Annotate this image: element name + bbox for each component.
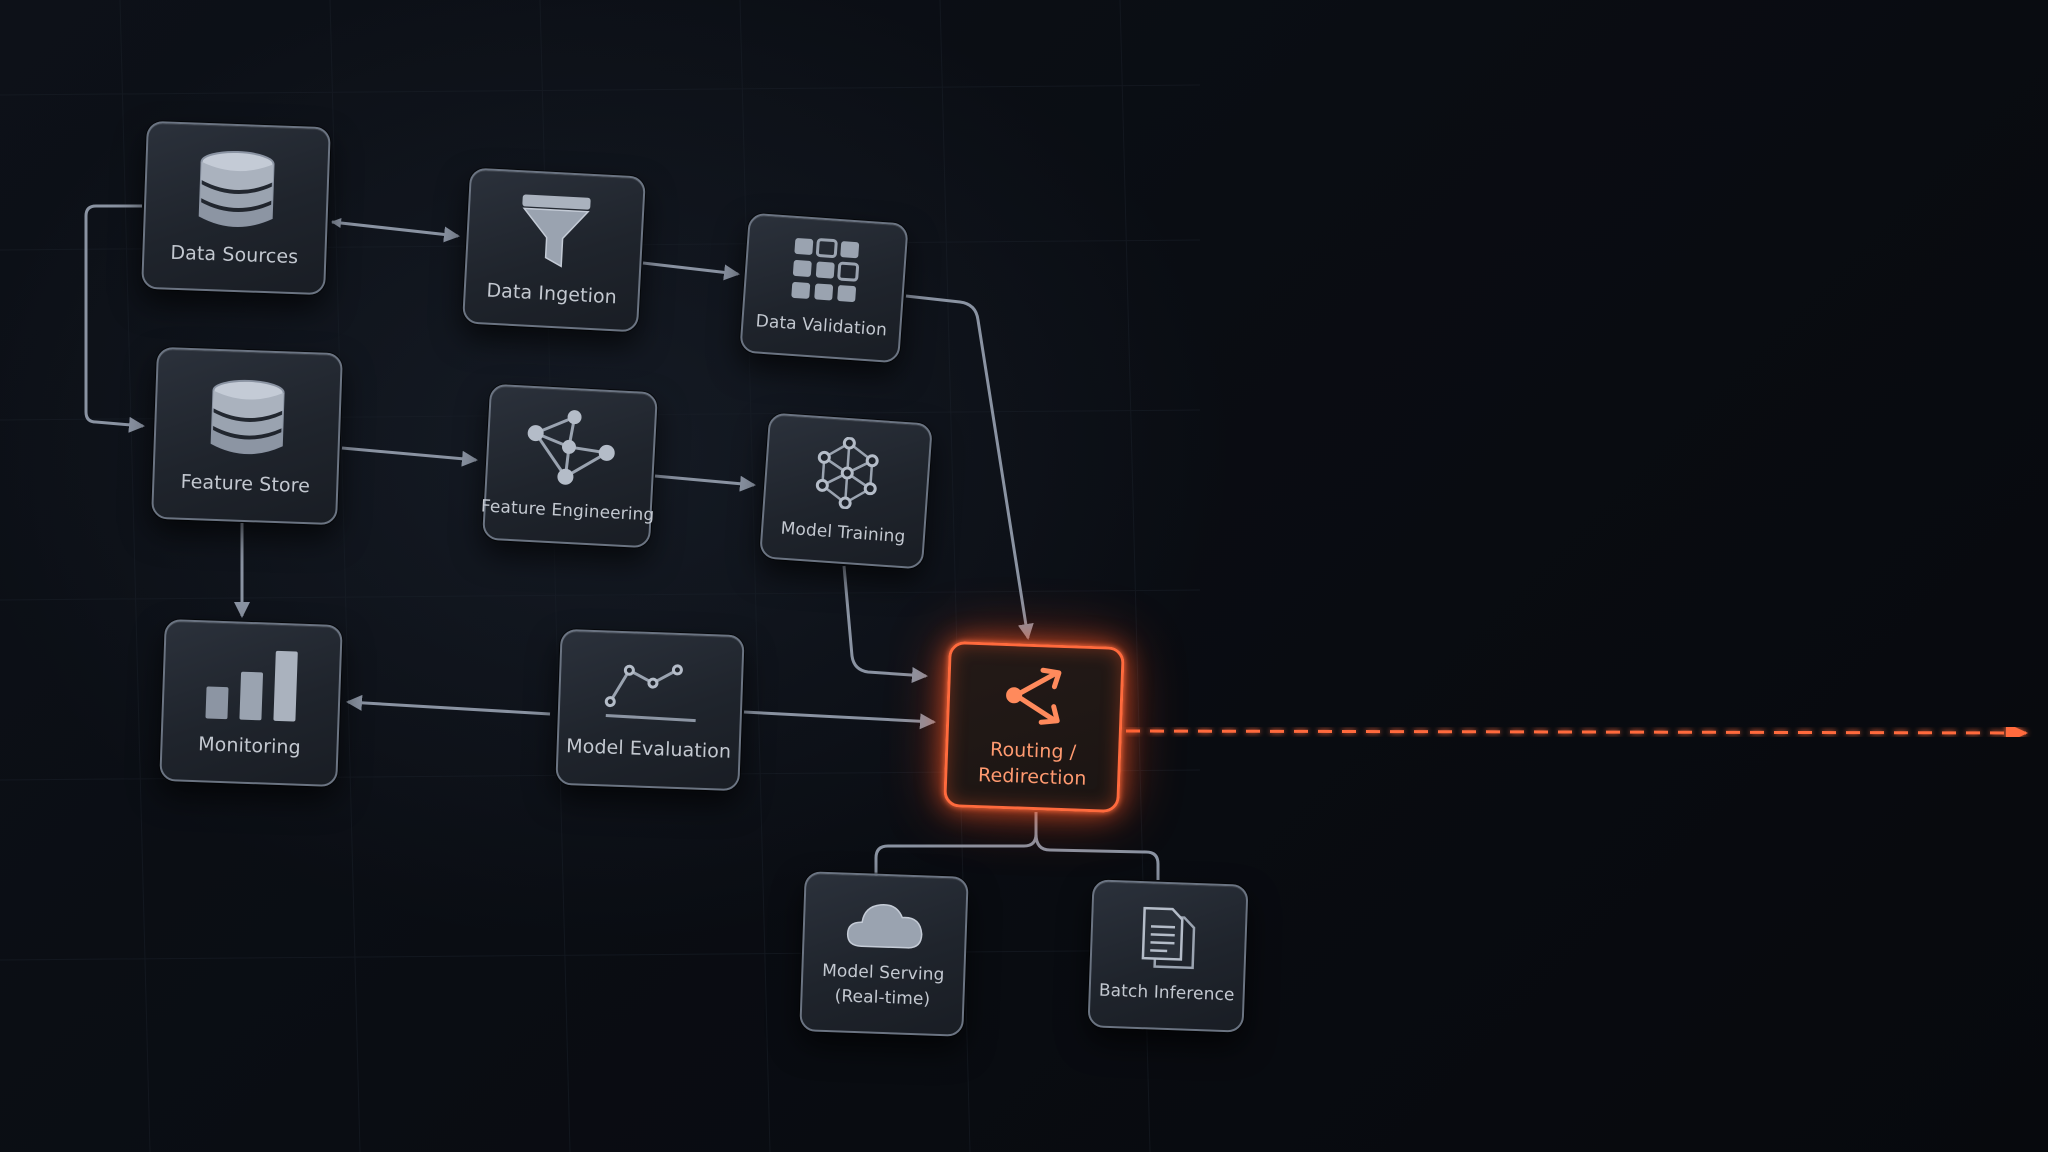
node-model-serving[interactable]: Model Serving (Real-time) — [799, 871, 969, 1037]
node-feature-engineering[interactable]: Feature Engineering — [480, 383, 658, 549]
edge-sources-featurestore — [84, 204, 145, 433]
edge-sources-ingestion — [331, 218, 460, 243]
node-label: Data Sources — [170, 241, 299, 268]
node-routing-redirection[interactable]: Routing / Redirection — [943, 640, 1125, 814]
edge-featurestore-engineering — [341, 446, 478, 467]
node-data-validation[interactable]: Data Validation — [739, 212, 909, 364]
edge-training-routing — [842, 565, 928, 684]
edge-routing-outputs — [874, 812, 1160, 880]
node-label: Batch Inference — [1098, 980, 1235, 1005]
grid-icon — [791, 237, 860, 302]
bar-chart-icon — [205, 650, 298, 721]
database-icon — [210, 379, 285, 454]
edge-engineering-training — [654, 474, 756, 492]
node-model-evaluation[interactable]: Model Evaluation — [555, 628, 745, 792]
routing-arrows-icon — [1006, 667, 1062, 725]
node-label: Data Validation — [755, 310, 888, 340]
edge-validation-routing — [905, 294, 1034, 640]
node-label-line1: Routing / — [989, 738, 1077, 764]
node-label: Model Training — [780, 518, 907, 547]
neural-network-icon — [815, 436, 879, 509]
node-label-line2: (Real-time) — [834, 986, 931, 1010]
documents-icon — [1141, 906, 1196, 969]
node-feature-store[interactable]: Feature Store — [151, 346, 343, 526]
edge-evaluation-monitoring — [346, 694, 551, 716]
node-label: Data Ingetion — [485, 279, 618, 308]
node-data-sources[interactable]: Data Sources — [141, 120, 331, 296]
line-chart-icon — [604, 663, 696, 722]
edge-ingestion-validation — [642, 261, 740, 281]
node-data-ingestion[interactable]: Data Ingetion — [462, 167, 646, 333]
node-label: Feature Store — [180, 470, 311, 497]
graph-icon — [527, 409, 615, 485]
edge-evaluation-routing — [743, 710, 936, 730]
node-label-line2: Redirection — [977, 764, 1087, 790]
cloud-icon — [846, 903, 923, 949]
node-model-training[interactable]: Model Training — [759, 412, 933, 570]
node-monitoring[interactable]: Monitoring — [159, 618, 343, 788]
node-batch-inference[interactable]: Batch Inference — [1087, 879, 1249, 1033]
database-icon — [198, 150, 275, 227]
node-label: Feature Engineering — [480, 495, 655, 525]
node-label: Model Evaluation — [565, 734, 732, 763]
edge-routing-output-dashed — [1125, 722, 2028, 743]
funnel-icon — [522, 193, 591, 268]
node-label: Monitoring — [197, 732, 302, 759]
